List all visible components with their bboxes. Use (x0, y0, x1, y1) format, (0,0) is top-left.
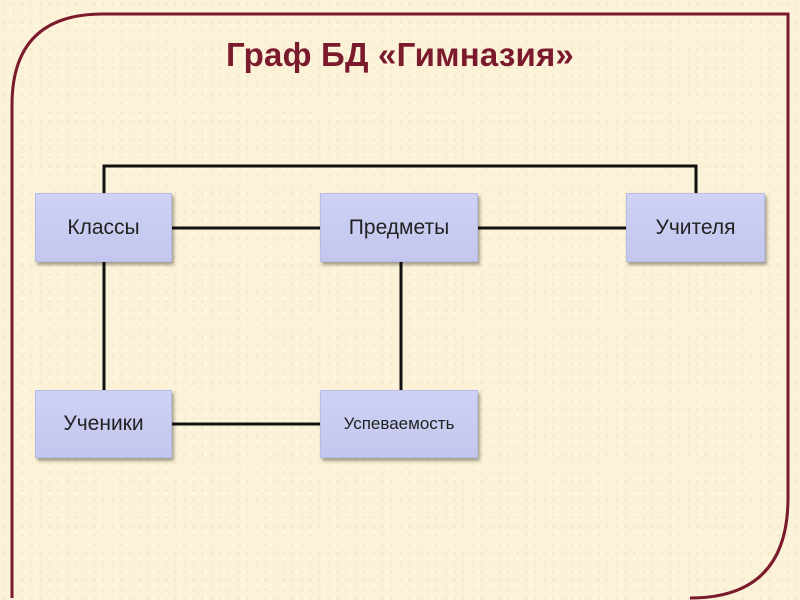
node-grades: Успеваемость (320, 390, 478, 458)
edge-classes-teachers (102, 164, 698, 193)
node-teachers: Учителя (626, 193, 765, 262)
node-students: Ученики (35, 390, 172, 458)
node-classes: Классы (35, 193, 172, 262)
slide-title: Граф БД «Гимназия» (226, 36, 574, 73)
node-subjects: Предметы (320, 193, 478, 262)
